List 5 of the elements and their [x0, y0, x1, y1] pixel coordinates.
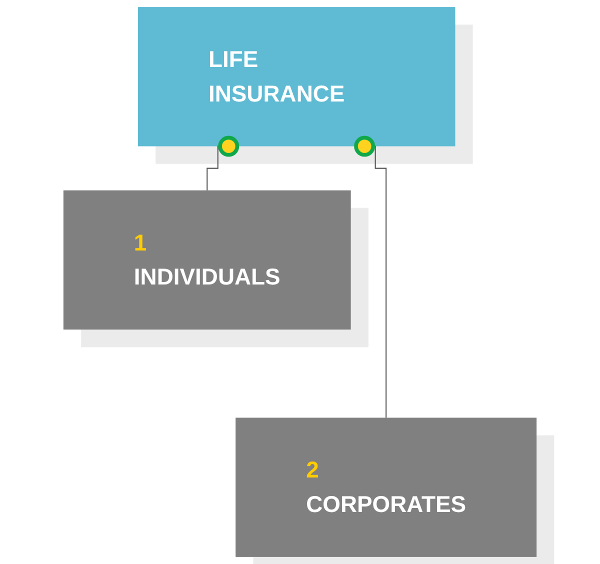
- connector: [206, 136, 240, 191]
- connector: [354, 136, 387, 418]
- node-box: LIFE INSURANCE: [138, 7, 456, 146]
- node-box: 2 CORPORATES: [236, 418, 537, 557]
- node-box: 1 INDIVIDUALS: [63, 190, 351, 330]
